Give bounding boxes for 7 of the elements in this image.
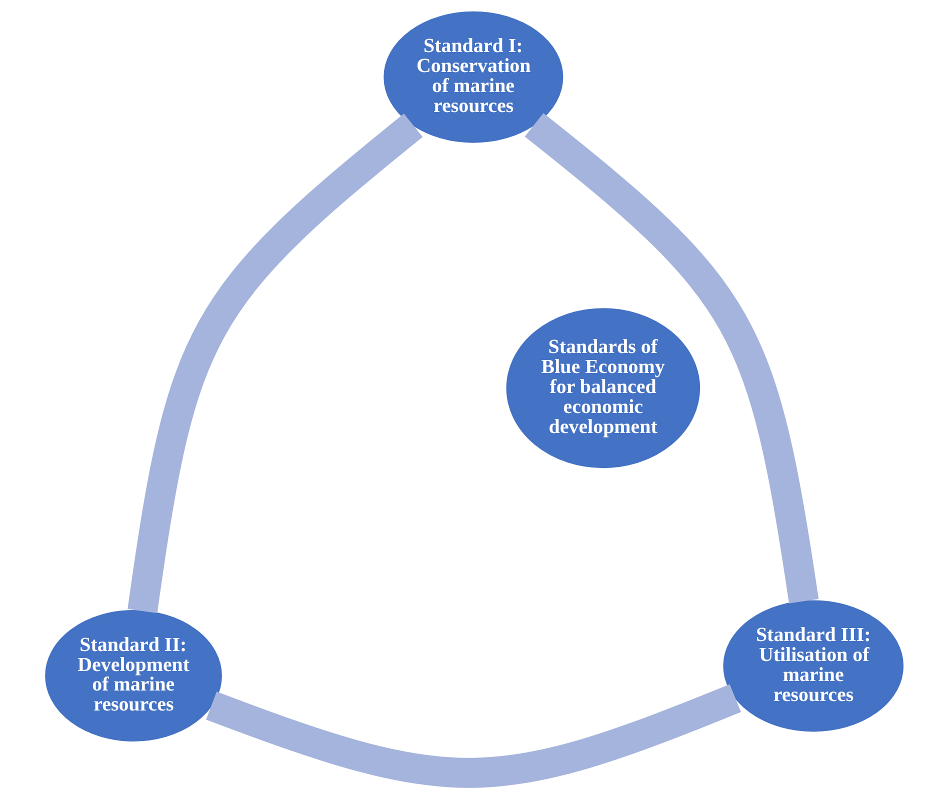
connector xyxy=(128,114,423,614)
node-ellipse: Standards of Blue Economy for balanced economic development xyxy=(506,308,700,468)
connector xyxy=(524,113,819,604)
node-ellipse: Standard I: Conservation of marine resources xyxy=(384,11,564,143)
node-ellipse: Standard III: Utilisation of marine resources xyxy=(723,600,904,732)
connector xyxy=(206,684,741,788)
node-ellipse: Standard II: Development of marine resources xyxy=(45,610,222,742)
